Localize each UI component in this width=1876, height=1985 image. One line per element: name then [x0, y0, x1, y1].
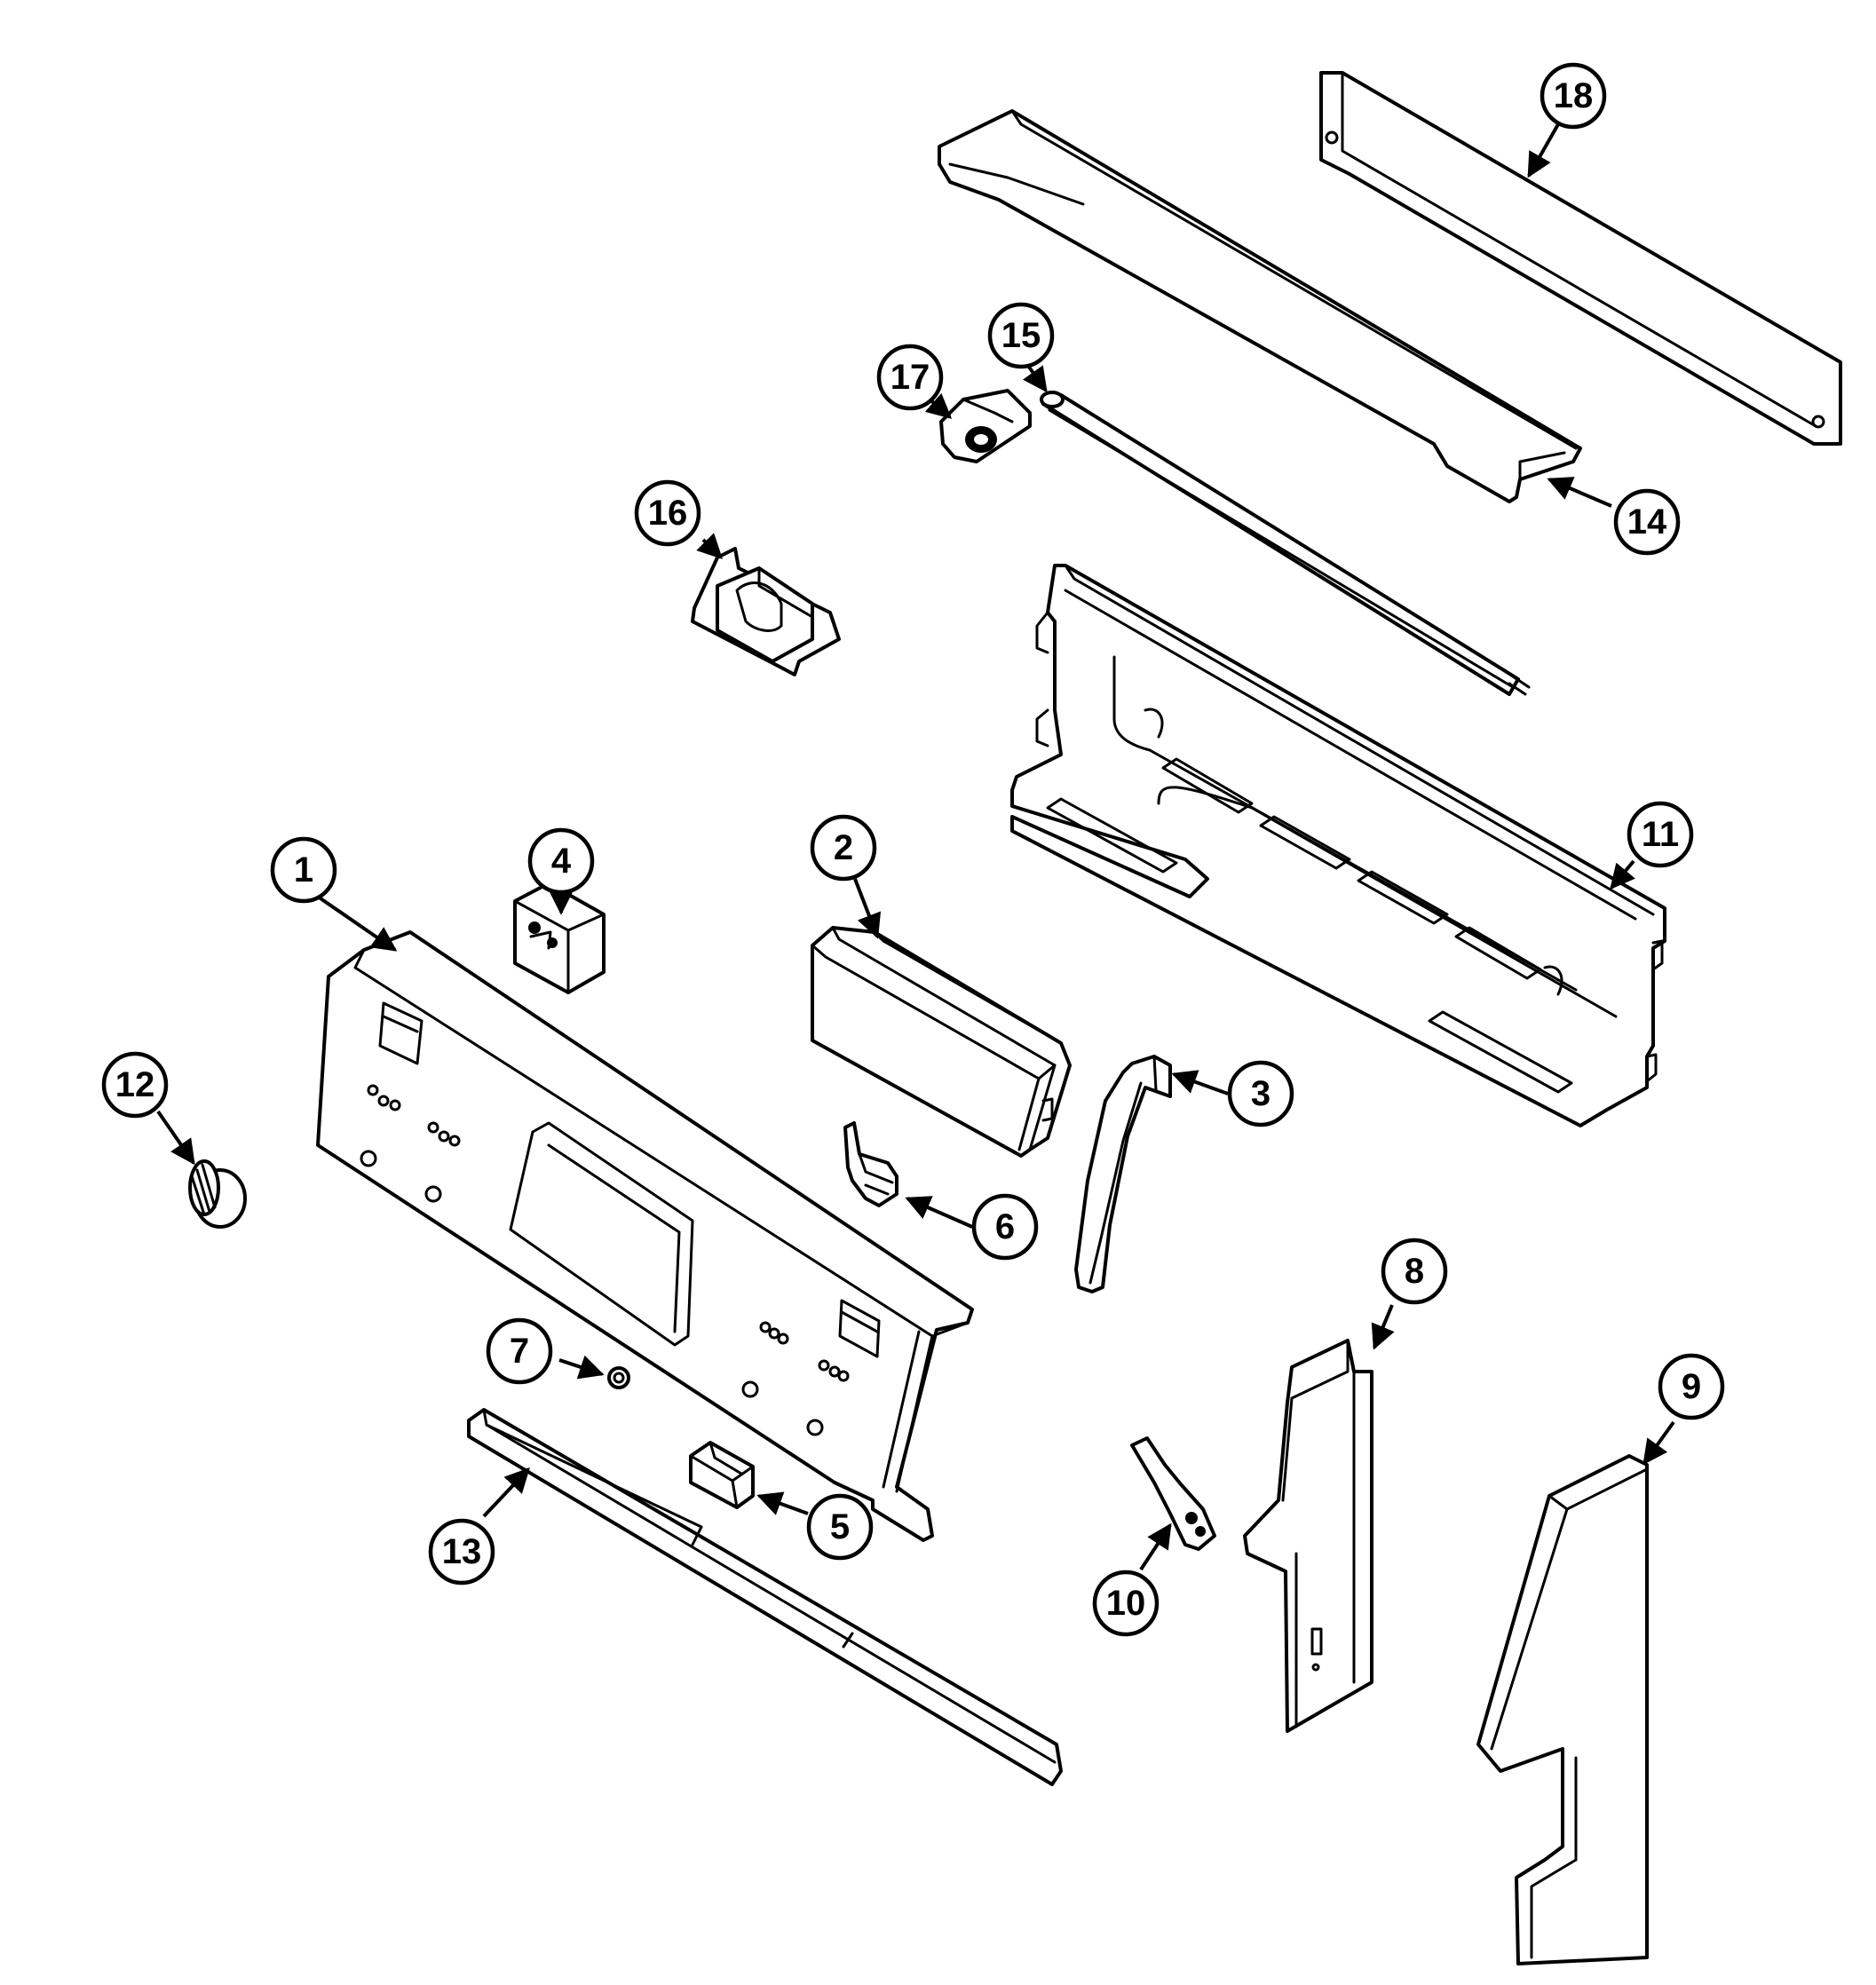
callouts: 1 2 3 4 5 6 7 8 [101, 62, 1725, 1637]
leader-6 [905, 1196, 973, 1229]
callout-3: 3 [1227, 1060, 1294, 1127]
part-1-control-panel [316, 930, 974, 1542]
part-18-trim-strip [1319, 71, 1842, 446]
callout-label-2: 2 [834, 828, 853, 867]
leader-7 [558, 1355, 605, 1380]
leader-3 [1171, 1070, 1229, 1095]
callout-label-10: 10 [1106, 1584, 1146, 1623]
leader-16 [696, 533, 723, 559]
part-7-screw [607, 1366, 630, 1389]
callout-label-11: 11 [1642, 815, 1679, 854]
callout-13: 13 [428, 1518, 495, 1586]
part-6-connector-clip [843, 1121, 898, 1207]
leader-18 [1527, 123, 1560, 178]
leader-2 [853, 878, 882, 939]
leader-5 [756, 1491, 809, 1515]
part-13-bottom-trim [467, 1408, 1063, 1786]
leader-11 [1610, 859, 1635, 890]
leader-13 [482, 1467, 530, 1518]
callout-label-5: 5 [830, 1507, 850, 1546]
callout-label-16: 16 [648, 494, 688, 533]
callout-2: 2 [810, 814, 877, 882]
callout-label-18: 18 [1554, 76, 1594, 115]
callout-label-8: 8 [1405, 1252, 1424, 1291]
callout-9: 9 [1658, 1353, 1725, 1420]
callout-8: 8 [1381, 1238, 1448, 1305]
callout-4: 4 [527, 827, 595, 895]
callout-7: 7 [486, 1317, 553, 1385]
callout-label-9: 9 [1682, 1367, 1701, 1406]
callout-label-14: 14 [1627, 502, 1667, 542]
part-16-ballast [691, 547, 841, 676]
part-5-rocker-switch [689, 1441, 755, 1509]
callout-5: 5 [806, 1493, 874, 1561]
leader-15 [1022, 364, 1048, 393]
callout-16: 16 [634, 479, 701, 547]
part-12-knob [188, 1159, 247, 1229]
callout-15: 15 [987, 302, 1055, 369]
callout-label-7: 7 [510, 1332, 529, 1371]
part-14-top-cap [938, 109, 1582, 503]
callout-label-13: 13 [442, 1532, 482, 1571]
leader-14 [1547, 477, 1612, 508]
leader-10 [1139, 1522, 1172, 1571]
part-4-switch-box [513, 882, 606, 994]
panel-holes [360, 1084, 850, 1436]
callout-17: 17 [876, 344, 944, 411]
leader-lines [156, 123, 1675, 1571]
leader-1 [316, 895, 398, 952]
callout-6: 6 [971, 1193, 1039, 1261]
callout-label-15: 15 [1001, 316, 1041, 355]
callout-10: 10 [1092, 1570, 1160, 1637]
callout-label-6: 6 [995, 1207, 1015, 1246]
leader-12 [156, 1110, 195, 1166]
leader-8 [1371, 1304, 1395, 1350]
part-2-control-board [811, 926, 1072, 1158]
leader-9 [1642, 1420, 1675, 1466]
callout-label-3: 3 [1251, 1074, 1270, 1113]
callout-14: 14 [1613, 488, 1681, 556]
part-17-lamp-holder [939, 389, 1032, 463]
callout-12: 12 [101, 1051, 169, 1119]
callout-label-12: 12 [115, 1065, 155, 1104]
part-8-side-bracket [1243, 1339, 1373, 1733]
callout-18: 18 [1540, 62, 1607, 130]
callout-label-17: 17 [891, 358, 930, 397]
callout-11: 11 [1627, 801, 1694, 868]
callout-label-1: 1 [294, 850, 313, 890]
part-3-bracket [1074, 1055, 1172, 1293]
callout-label-4: 4 [551, 842, 572, 881]
part-9-side-panel [1476, 1454, 1649, 1965]
part-15-lamp-tube [1040, 391, 1531, 696]
part-10-small-bracket [1130, 1436, 1216, 1551]
callout-1: 1 [270, 836, 337, 904]
part-11-back-panel [1010, 564, 1666, 1127]
